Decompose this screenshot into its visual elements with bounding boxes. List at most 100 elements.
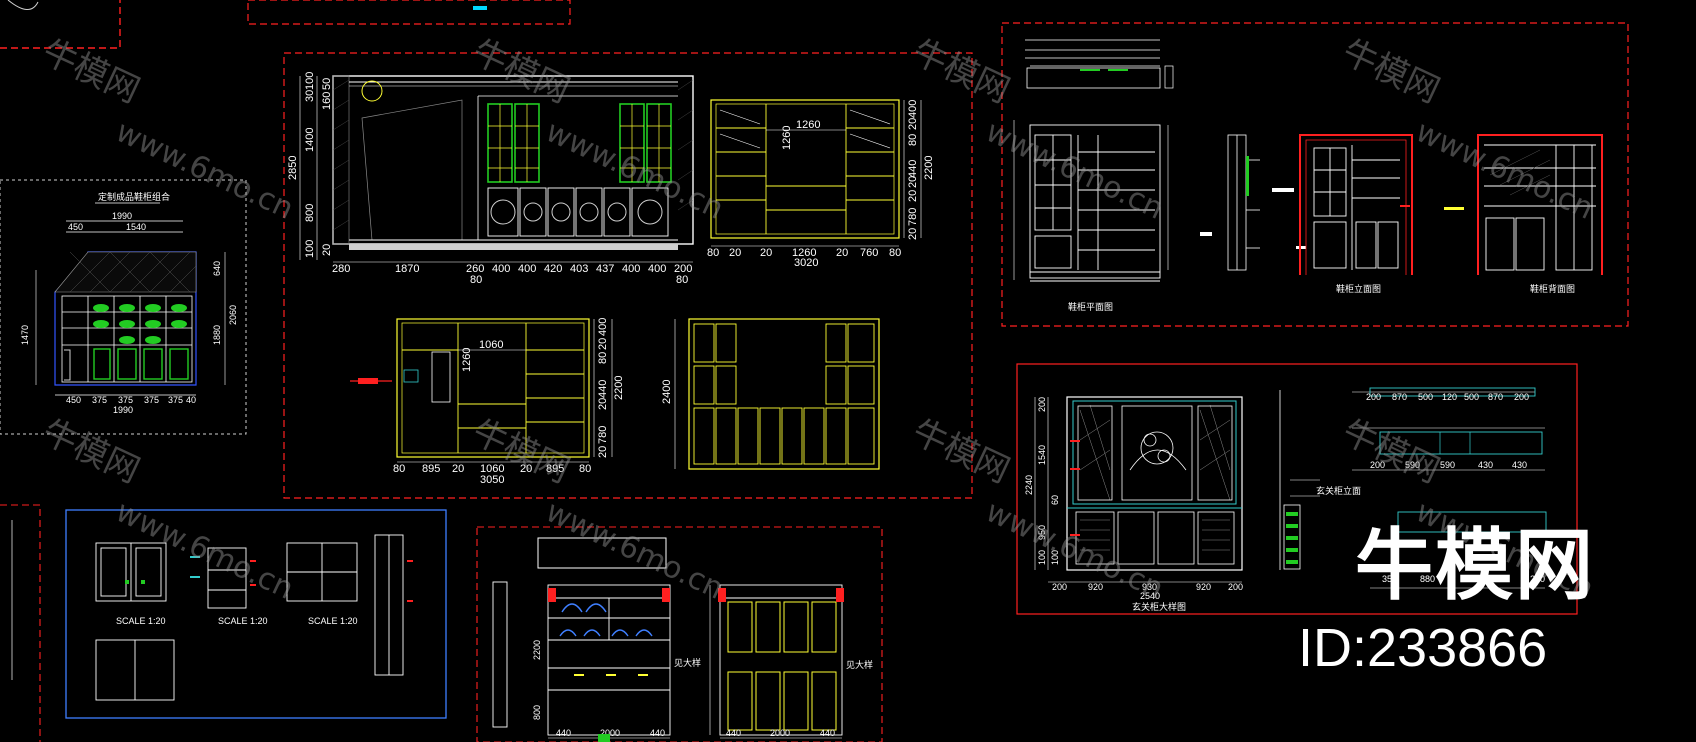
entrance-side-dim4: 430 [1512,460,1527,470]
elev3-dim-r5: 2200 [613,376,625,400]
elev3-dim-r1: 20 [597,338,609,350]
panel-main-elevations: 100 30 50 160 1400 2850 800 100 20 280 1… [283,52,973,499]
elev2-dim-r7: 2200 [923,156,935,180]
entrance-title: 玄关柜大样图 [1132,601,1186,613]
elev2-dim-total: 3020 [794,257,818,269]
elevation-1: 100 30 50 160 1400 2850 800 100 20 280 1… [287,72,694,286]
elev3-dim-b3: 1060 [480,463,504,475]
elev3-dim-b1: 895 [422,463,440,475]
elev3-dim-r3: 440 [597,380,609,398]
wardrobe2-dim-b1: 2000 [770,728,790,738]
dim-bottom-e: 375 [168,395,183,405]
entrance-dim-l6: 100 [1050,550,1060,565]
shoe-cabinet-title: 定制成品鞋柜组合 [98,191,170,203]
panel-shoe-cabinet-right: 鞋柜平面图 鞋柜立面图 [1001,22,1629,327]
elev2-dim-inner: 1260 [781,126,793,150]
dim-side-right: 2060 [228,305,238,325]
elev2-dim-r6: 780 [907,208,919,226]
elev3-dim-b5: 895 [546,463,564,475]
elev1-dim-b10: 200 [674,263,692,275]
entrance-top-dim4: 500 [1464,392,1479,402]
elev1-dim-b7: 437 [596,263,614,275]
elev1-dim-l0: 100 [304,72,316,90]
wardrobe-dim-l1: 800 [532,705,542,720]
dim-bottom-a: 450 [66,395,81,405]
elev1-dim-b9: 400 [648,263,666,275]
elev1-dim-b0: 280 [332,263,350,275]
entrance-note: 玄关柜立面 [1316,485,1361,497]
elev1-dim-l3: 160 [321,92,333,110]
elev1-dim-l2: 50 [321,78,333,90]
elev4-dim-side: 2400 [661,380,673,404]
front-view-red [1299,134,1413,275]
wardrobe-dim-b0: 440 [556,728,571,738]
entrance-dim-l2: 2240 [1024,475,1034,495]
entrance-dim-l3: 950 [1037,525,1047,540]
entrance-bottom-dim0: 350 [1382,574,1397,584]
dim-side-right-top: 640 [212,261,222,276]
brand-logo: 牛模网 [1355,521,1595,611]
elev1-dim-b5: 420 [544,263,562,275]
dim-side-left: 1470 [20,325,30,345]
elev3-dim-r4: 20 [597,398,609,410]
elev3-dim-top: 1060 [479,339,503,351]
panel-wardrobe-bottom: 2200 800 440 2000 440 见大样 440 2000 440 见… [476,526,883,742]
dim-bottom-b: 375 [92,395,107,405]
elev1-dim-b2: 260 [466,263,484,275]
label-back: 鞋柜背面图 [1530,283,1575,295]
dim-top-a: 450 [68,222,83,232]
elev3-dim-total: 3050 [480,474,504,486]
scale-label-1: SCALE 1:20 [116,616,166,626]
elev2-dim-b4: 20 [836,247,848,259]
elev1-dim-b4: 400 [518,263,536,275]
entrance-dim-l5: 100 [1037,550,1047,565]
elevation-3: 1060 1260 400 20 80 440 20 2200 780 20 8… [350,318,625,486]
elev1-dim-b3: 400 [492,263,510,275]
elev1-dim-l1: 30 [304,90,316,102]
elevation-2: 1260 1260 400 20 80 440 20 20 780 2200 2… [707,99,935,269]
elev2-dim-r2: 80 [907,134,919,146]
panel-shoe-cabinet-left: 定制成品鞋柜组合 1990 450 1540 [0,179,247,435]
dim-side-right-inner: 1880 [212,325,222,345]
left-edge-fragment [0,504,41,742]
entrance-top-dim1: 870 [1392,392,1407,402]
wardrobe-dim-l0: 2200 [532,640,542,660]
scale-label-3: SCALE 1:20 [308,616,358,626]
entrance-bottom-dim1: 880 [1420,574,1435,584]
label-front: 鞋柜立面图 [1336,283,1381,295]
elev3-dim-b0: 80 [393,463,405,475]
entrance-top-dim3: 120 [1442,392,1457,402]
entrance-dim-b1: 920 [1088,582,1103,592]
dim-bottom-f: 40 [186,395,196,405]
elev1-dim-l6: 800 [304,204,316,222]
elev1-dim-sub1: 80 [676,274,688,286]
elev1-dim-l4: 1400 [304,128,316,152]
entrance-bottom-dim3: 200 [1530,574,1545,584]
entrance-dim-l1: 1540 [1037,445,1047,465]
elev2-dim-b6: 80 [889,247,901,259]
wardrobe2-dim-b2: 440 [820,728,835,738]
elev1-dim-b1: 1870 [395,263,419,275]
elev2-dim-r4: 20 [907,176,919,188]
entrance-dim-l0: 200 [1037,397,1047,412]
panel-detail-blue: SCALE 1:20 SCALE 1:20 SCALE 1:20 [65,509,447,719]
entrance-dim-b4: 200 [1228,582,1243,592]
elev2-dim-r0: 400 [907,100,919,118]
elev2-dim-r8: 20 [907,228,919,240]
model-id: ID:233866 [1298,618,1547,678]
elev2-dim-r3: 440 [907,160,919,178]
entrance-bottom-dim2: 440 [1470,574,1485,584]
dim-top-total: 1990 [112,211,132,221]
dim-bottom-c: 375 [118,395,133,405]
dim-bottom-d: 375 [144,395,159,405]
elev3-dim-b2: 20 [452,463,464,475]
elev2-dim-b1: 20 [729,247,741,259]
wardrobe-label-2: 见大样 [846,659,873,671]
elev3-dim-r0: 400 [597,318,609,336]
scale-label-2: SCALE 1:20 [218,616,268,626]
entrance-side-dim3: 430 [1478,460,1493,470]
elev2-dim-b2: 20 [760,247,772,259]
entrance-top-dim6: 200 [1514,392,1529,402]
elev2-dim-b3: 1260 [792,247,816,259]
wardrobe2-dim-b0: 440 [726,728,741,738]
